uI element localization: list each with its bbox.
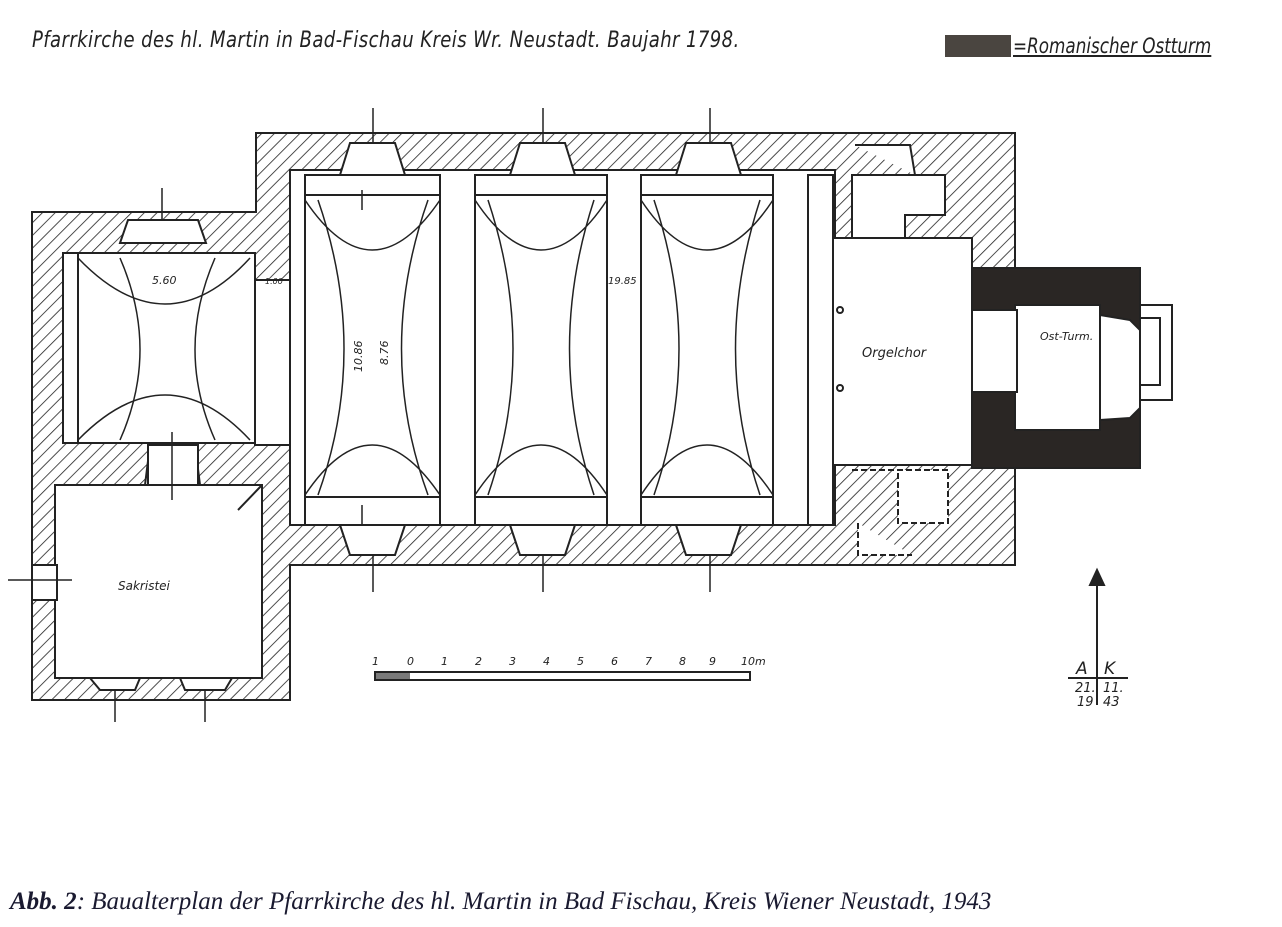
scale-label: 0 bbox=[407, 655, 414, 668]
sacristy-room bbox=[54, 484, 263, 679]
scale-label: 1 bbox=[441, 655, 448, 668]
legend-label: =Romanischer Ostturm bbox=[1013, 34, 1212, 58]
scale-label: 1 bbox=[372, 655, 379, 668]
dim-nave-length: 19.85 bbox=[608, 276, 637, 287]
scale-labels: 1 0 1 2 3 4 5 6 7 8 9 10m bbox=[372, 655, 766, 668]
scale-label: 2 bbox=[475, 655, 482, 668]
initial-a: A bbox=[1075, 659, 1088, 679]
east-apse bbox=[1099, 313, 1141, 422]
date-year-right: 43 bbox=[1103, 695, 1120, 710]
nave bbox=[289, 169, 836, 526]
east-tower-interior bbox=[1014, 304, 1101, 431]
scale-label: 7 bbox=[645, 655, 652, 668]
staircase bbox=[851, 144, 946, 239]
dim-nave-inner: 8.76 bbox=[378, 341, 391, 366]
initial-k: K bbox=[1104, 659, 1117, 679]
scale-label: 4 bbox=[543, 655, 550, 668]
legend-swatch bbox=[945, 35, 1011, 57]
window-niches bbox=[31, 142, 743, 691]
organ-loft bbox=[832, 237, 973, 466]
dim-wall: 1.00 bbox=[265, 277, 283, 286]
room-label-sacristy: Sakristei bbox=[118, 579, 171, 593]
date-month: 11. bbox=[1103, 681, 1124, 696]
scale-label: 10m bbox=[741, 655, 766, 668]
axis-lines bbox=[8, 108, 711, 722]
plan-title: Pfarrkirche des hl. Martin in Bad-Fischa… bbox=[32, 28, 740, 53]
room-label-east-tower: Ost-Turm. bbox=[1040, 330, 1093, 343]
scale-label: 6 bbox=[611, 655, 618, 668]
scale-bar bbox=[374, 671, 751, 681]
date-day: 21. bbox=[1075, 681, 1096, 696]
scale-label: 5 bbox=[577, 655, 584, 668]
caption-text: : Baualterplan der Pfarrkirche des hl. M… bbox=[76, 888, 992, 915]
room-label-organ-loft: Orgelchor bbox=[862, 346, 928, 361]
north-arrow bbox=[1068, 567, 1128, 705]
dim-nave-outer: 10.86 bbox=[352, 341, 365, 373]
signature-block: A K 21. 11. 19 43 bbox=[1075, 659, 1124, 710]
scale-label: 8 bbox=[679, 655, 686, 668]
dim-west-bay: 5.60 bbox=[152, 274, 177, 287]
figure-caption: Abb. 2: Baualterplan der Pfarrkirche des… bbox=[10, 888, 991, 916]
date-year-left: 19 bbox=[1077, 695, 1094, 710]
caption-prefix: Abb. 2 bbox=[10, 888, 77, 915]
scale-label: 9 bbox=[709, 655, 716, 668]
scale-label: 3 bbox=[509, 655, 516, 668]
